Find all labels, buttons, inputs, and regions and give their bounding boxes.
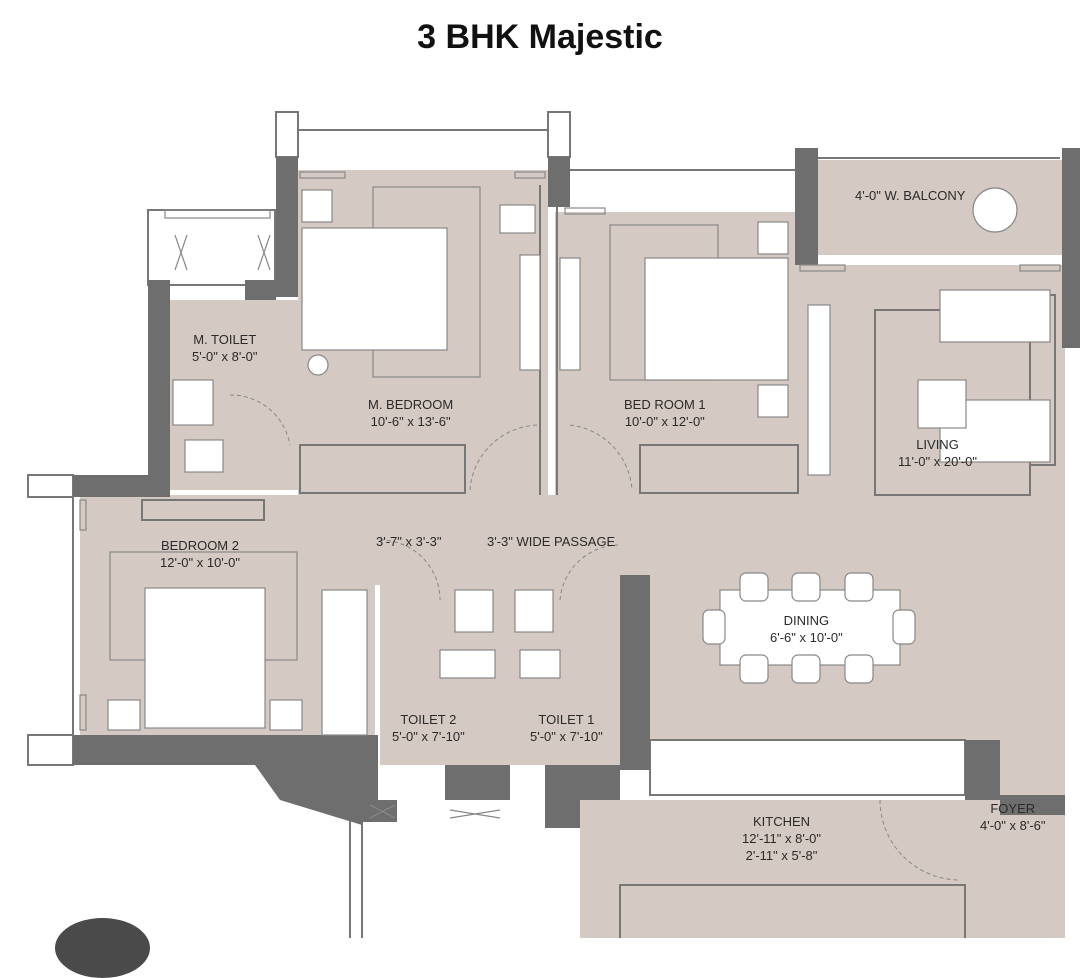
furniture <box>107 186 1051 736</box>
floor-plan <box>27 111 1080 938</box>
solid-walls <box>73 148 1080 828</box>
passage-small-label: 3'-7" x 3'-3" <box>376 534 442 549</box>
passage-label: 3'-3" WIDE PASSAGE <box>487 534 616 549</box>
corner-overlay <box>55 918 150 978</box>
plan-title: 3 BHK Majestic <box>417 18 663 56</box>
door-swings <box>229 394 961 881</box>
balcony-label: 4'-0" W. BALCONY <box>855 188 966 203</box>
windows <box>79 171 1061 819</box>
